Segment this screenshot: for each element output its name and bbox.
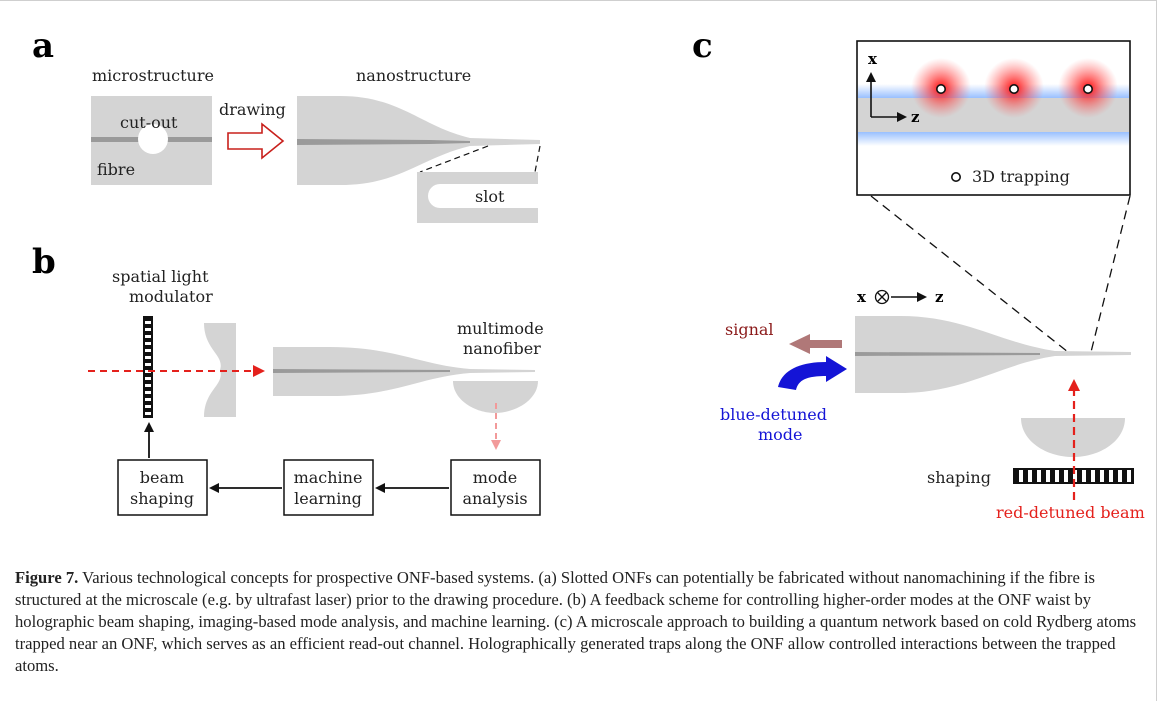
slot-piece [417, 172, 538, 223]
slm-label-line2: modulator [129, 287, 213, 306]
blue-detuned-label-line2: mode [758, 425, 803, 444]
machine-learning-line2: learning [294, 489, 362, 508]
coord-z-label: z [935, 288, 944, 306]
collecting-lens-b [453, 381, 538, 413]
shaping-modulator [1013, 468, 1134, 484]
zoom-line-c-right [1090, 195, 1131, 353]
axis-x-label: x [868, 50, 878, 68]
mode-analysis-line2: analysis [462, 489, 527, 508]
beam-shaping-line2: shaping [130, 489, 194, 508]
page-border-right [1156, 0, 1157, 701]
slm-label-line1: spatial light [112, 267, 209, 286]
red-detuned-label: red-detuned beam [996, 503, 1145, 522]
nanostructure-label: nanostructure [356, 66, 471, 85]
trapping-legend-label: 3D trapping [972, 167, 1070, 186]
mode-analysis-box [450, 459, 541, 516]
blue-detuned-label-line1: blue-detuned [720, 405, 827, 424]
caption-text: Various technological concepts for prosp… [15, 568, 1137, 675]
zoom-line-left [419, 145, 489, 173]
machine-learning-line1: machine [294, 468, 363, 487]
signal-arrow [789, 334, 842, 354]
blue-detuned-arrow [778, 356, 847, 390]
panel-a: a microstructure nanostructure cut-out f… [32, 26, 541, 223]
machine-learning-box [283, 459, 374, 516]
multimode-label-line1: multimode [457, 319, 544, 338]
zoom-line-right [534, 145, 541, 173]
figure-7: a microstructure nanostructure cut-out f… [32, 26, 1145, 522]
microstructure-label: microstructure [92, 66, 214, 85]
panel-b: b spatial light modulator multimode nano… [32, 242, 544, 516]
panel-c-letter: c [692, 26, 713, 66]
into-page-symbol [874, 289, 890, 305]
atom-1 [935, 84, 946, 95]
zoom-line-c-left [870, 195, 1069, 353]
slot-label: slot [475, 187, 505, 206]
trapping-inset: x z 3D trapping [856, 40, 1131, 196]
figure-caption: Figure 7. Various technological concepts… [15, 567, 1145, 677]
beam-shaping-box [117, 459, 208, 516]
panel-b-letter: b [32, 242, 56, 282]
beam-shaping-line1: beam [140, 468, 184, 487]
panel-c: c x z 3D trapping x z [692, 26, 1145, 522]
multimode-label-line2: nanofiber [463, 339, 541, 358]
nanostructure-core [297, 139, 470, 145]
shaping-label: shaping [927, 468, 991, 487]
atom-3 [1083, 84, 1094, 95]
lens-c [1021, 418, 1125, 457]
drawing-label: drawing [219, 100, 286, 119]
spatial-light-modulator [143, 316, 153, 418]
mode-analysis-line1: mode [473, 468, 518, 487]
signal-label: signal [725, 320, 774, 339]
fibre-label: fibre [97, 160, 135, 179]
cutout-label: cut-out [120, 113, 178, 132]
cutout-hole [138, 124, 168, 154]
caption-lead: Figure 7. [15, 568, 79, 587]
page-border-top [0, 0, 1156, 1]
atom-2 [1008, 84, 1019, 95]
drawing-arrow [227, 122, 285, 160]
coord-x-label: x [857, 288, 867, 306]
axis-z-label: z [911, 108, 920, 126]
trapping-legend-marker [950, 172, 961, 183]
panel-a-letter: a [32, 26, 54, 66]
